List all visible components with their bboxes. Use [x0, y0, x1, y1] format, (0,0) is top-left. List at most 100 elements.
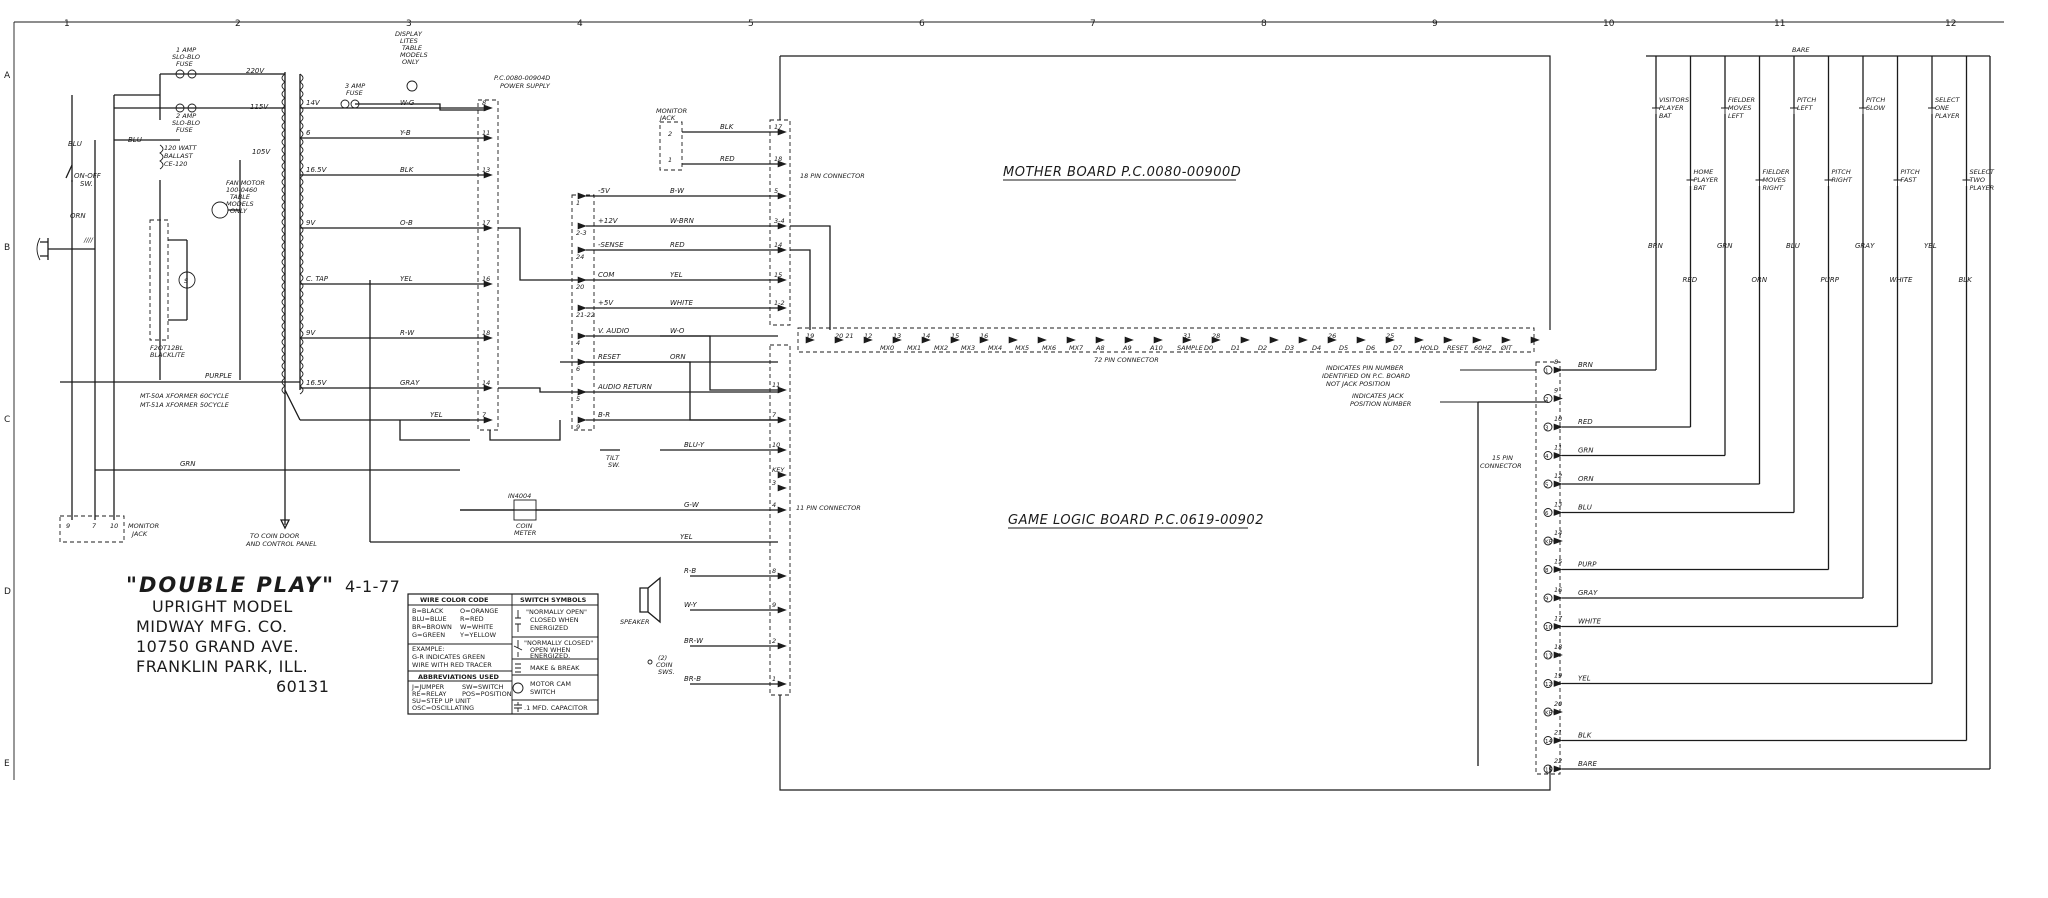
conn11-arrow-8 [777, 642, 787, 650]
ps-pin-arrow-2 [483, 171, 493, 179]
tap-label-8: 9V [306, 329, 316, 337]
conn11-arrow-3 [777, 471, 787, 479]
no-switch-icon [515, 610, 521, 632]
bus72-name-20: HOLD [1420, 344, 1439, 352]
rail-pin-4: 21-22 [576, 311, 595, 319]
conn15-num-11: 19 [1554, 672, 1562, 680]
bus72-arrow-22 [1443, 336, 1453, 344]
conn11-arrow-7 [777, 606, 787, 614]
conn15-pos-11: 12 [1545, 682, 1552, 688]
conn15-arrow-9 [1553, 623, 1563, 630]
ps-pin-arrow-3 [483, 224, 493, 232]
bus72-arrow-9 [1066, 336, 1076, 344]
conn15-wire-7: PURP [1578, 561, 1597, 569]
conn15-pos-13: 14 [1545, 739, 1552, 745]
bus72-name-14: D2 [1258, 344, 1267, 352]
sw2-l2: OPEN WHEN [530, 646, 570, 654]
conn11-pin-6: 8 [772, 567, 776, 575]
grid-col-9: 9 [1432, 19, 1438, 29]
bus72-pin-2: 12 [864, 332, 872, 340]
conn15-arrow-2 [1553, 423, 1563, 431]
coin-switch-icon [647, 659, 653, 665]
ballast-l2: BALLAST [164, 152, 194, 160]
bus72-arrow-25 [1530, 336, 1540, 344]
blacklite-l2: BLACKLITE [150, 351, 186, 359]
switch-name-0-1: PLAYER [1659, 104, 1684, 112]
conn15-wire-9: WHITE [1578, 618, 1602, 626]
mjt-label-2: JACK [658, 114, 676, 122]
conn15-num-4: 12 [1554, 472, 1562, 480]
grid-row-A: A [4, 71, 11, 81]
mother-board-label: MOTHER BOARD P.C.0080-00900D [1003, 165, 1241, 180]
rail-pin-6: 6 [576, 365, 580, 373]
rail-connector: -5V1B-W+12V2-3W-BRN-SENSE24REDCOM20YEL+5… [498, 187, 778, 431]
bus72-name-4: MX4 [988, 344, 1002, 352]
grid-col-1: 1 [64, 19, 70, 29]
bus72-name-5: MX5 [1015, 344, 1029, 352]
bus-72-box [797, 327, 1535, 353]
bus72-arrow-11 [1124, 336, 1134, 344]
speaker-icon [639, 576, 661, 624]
bus72-name-9: A9 [1122, 344, 1132, 352]
conn15-pos-1: 2 [1545, 397, 1549, 403]
lower-wire-label-6: BR-B [684, 675, 701, 683]
bus72-pin-5: 15 [951, 332, 959, 340]
bus72-pin-20: 25 [1386, 332, 1394, 340]
rail-pin-5: 4 [576, 339, 580, 347]
display-lamp-icon [406, 80, 418, 92]
bus72-name-15: D3 [1285, 344, 1294, 352]
conn11-pin-0: 11 [772, 381, 780, 389]
conn15-label-1: 15 PIN [1492, 454, 1513, 462]
conn11-arrow-4 [777, 484, 787, 492]
fan-l3: TABLE [230, 193, 251, 201]
conn18-arrow-2 [777, 192, 787, 200]
conn15-pos-2: 3 [1545, 426, 1549, 432]
title-block: "DOUBLE PLAY" 4-1-77 UPRIGHT MODEL MIDWA… [126, 573, 400, 696]
bus72-arrow-2 [863, 336, 873, 344]
rail-label-4: +5V [598, 299, 614, 307]
board-outline: MOTHER BOARD P.C.0080-00900D GAME LOGIC … [779, 55, 1551, 791]
ps-pin-16: 16 [482, 275, 490, 283]
title-company: MIDWAY MFG. CO. [136, 617, 288, 636]
onoff-label: ON-OFF [74, 172, 102, 180]
pin-note-l1: INDICATES PIN NUMBER [1326, 364, 1404, 372]
rail-label-5: V. AUDIO [598, 327, 630, 335]
bus72-arrow-18 [1327, 336, 1337, 344]
mj-label-2: JACK [130, 530, 148, 538]
switch-name-6-1: SLOW [1866, 104, 1886, 112]
abbr-left-3: OSC=OSCILLATING [412, 704, 474, 712]
switch-name-5-0: PITCH [1832, 168, 1851, 176]
bus72-arrow-13 [1182, 336, 1192, 344]
mj-pin-10: 10 [110, 522, 118, 530]
capacitor-icon [514, 702, 522, 712]
bus72-pin-0: 19 [806, 332, 814, 340]
rail-pin-1: 2-3 [576, 229, 587, 237]
conn15-wire-4: ORN [1578, 475, 1594, 483]
bus72-pin-6: 16 [980, 332, 988, 340]
tap-220v: 220V [246, 67, 265, 75]
connector-15-box [1535, 361, 1561, 775]
blacklite-box [149, 219, 169, 341]
switch-icon-8 [1928, 107, 1936, 114]
switch-icon-5 [1824, 179, 1833, 186]
ps-pin-17: 17 [482, 219, 491, 227]
conn11-arrow-5 [777, 506, 787, 514]
grid-col-6: 6 [919, 19, 925, 29]
conn15-arrow-7 [1553, 566, 1563, 573]
switch-icon-4 [1790, 107, 1798, 114]
ps-pin-8: 8 [482, 99, 486, 107]
rail-pin-8: 9 [576, 423, 580, 431]
ps-pin-11: 11 [482, 129, 490, 137]
conn15-arrow-14 [1553, 765, 1563, 773]
conn15-arrow-4 [1553, 480, 1563, 488]
bus72-name-6: MX6 [1042, 344, 1056, 352]
jack-note-l2: POSITION NUMBER [1350, 400, 1411, 408]
fuse-3-l1: 3 AMP [345, 82, 365, 90]
xformer-2: MT-51A XFORMER 50CYCLE [140, 401, 230, 409]
orn-wire-label: ORN [70, 212, 86, 220]
switch-symbols-title: SWITCH SYMBOLS [520, 596, 587, 604]
conn15-num-8: 16 [1554, 586, 1562, 594]
mj-label-1: MONITOR [128, 522, 159, 530]
ballast-coil-icon [159, 144, 164, 170]
conn15-pos-8: 9 [1545, 597, 1549, 603]
